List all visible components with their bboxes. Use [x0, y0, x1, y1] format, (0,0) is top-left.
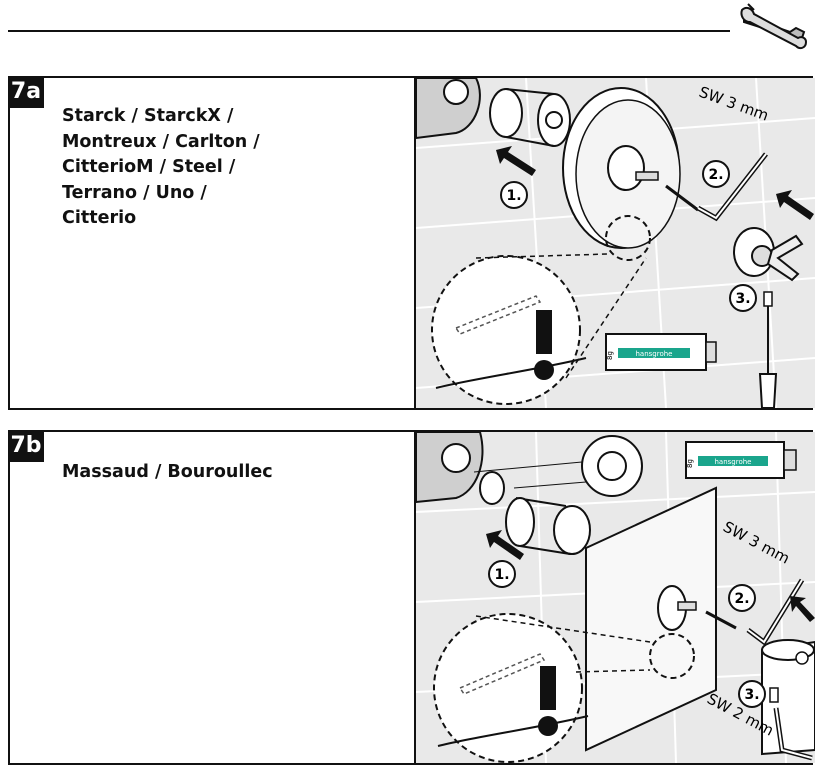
- wrench-screwdriver-icon: [738, 2, 810, 54]
- callout-1: 1.: [494, 567, 509, 583]
- step-7a-illustration: 1. 2. SW 3 mm 3.: [414, 78, 815, 408]
- tube-weight: 8g: [686, 459, 694, 468]
- tube-brand: hansgrohe: [714, 458, 751, 466]
- product-line: Massaud / Bouroullec: [62, 462, 273, 482]
- product-line: Montreux / Carlton /: [62, 131, 260, 152]
- step-7b-panel: 7b Massaud / Bouroullec: [8, 430, 815, 765]
- grease-tube-icon: hansgrohe 8g: [605, 333, 717, 371]
- callout-2: 2.: [708, 167, 723, 183]
- product-line: Starck / StarckX /: [62, 106, 234, 126]
- step-7a-panel: 7a Starck / StarckX / Montreux / Carlton…: [8, 76, 815, 410]
- header-rule: [8, 30, 730, 32]
- product-line: CitterioM / Steel /: [62, 157, 236, 177]
- callout-3: 3.: [744, 687, 759, 703]
- product-list: Starck / StarckX / Montreux / Carlton / …: [62, 104, 260, 232]
- step-7b-illustration: 1. hansgrohe 8g 2. SW 3 mm: [414, 432, 815, 763]
- grease-tube-icon: hansgrohe 8g: [685, 441, 797, 479]
- callout-2: 2.: [734, 591, 749, 607]
- product-line: Terrano / Uno /: [62, 182, 207, 203]
- callout-1: 1.: [506, 188, 521, 204]
- product-line: Citterio: [62, 208, 137, 228]
- callout-3: 3.: [735, 291, 750, 307]
- step-tag: 7a: [8, 76, 44, 108]
- product-list: Massaud / Bouroullec: [62, 460, 273, 486]
- tube-brand: hansgrohe: [635, 350, 672, 358]
- tube-weight: 8g: [606, 351, 614, 360]
- step-tag: 7b: [8, 430, 44, 462]
